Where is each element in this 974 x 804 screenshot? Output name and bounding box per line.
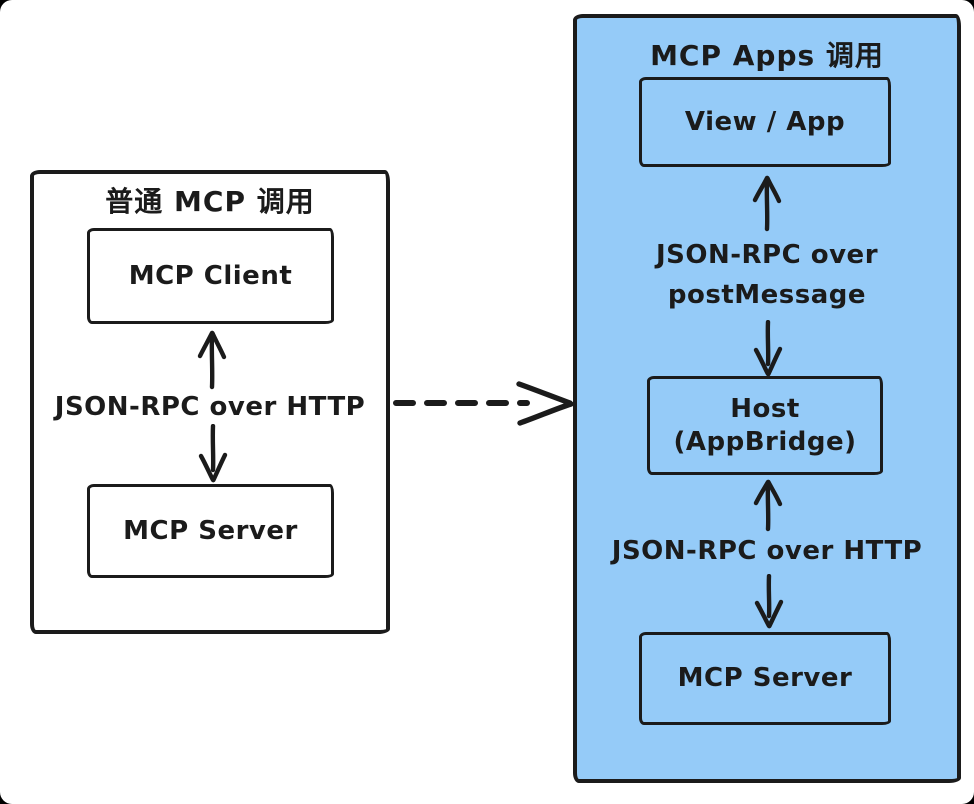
plain-mcp-panel-title: 普通 MCP 调用 <box>105 185 315 218</box>
mcp-client-node: MCP Client <box>87 228 334 324</box>
mcp-server-label-left: MCP Server <box>123 515 298 546</box>
host-label-line2: (AppBridge) <box>673 426 857 457</box>
arrow-down-icon <box>754 574 784 629</box>
arrow-up-icon <box>197 330 227 390</box>
view-app-node: View / App <box>639 77 891 167</box>
dashed-arrow-right-icon <box>393 381 574 426</box>
mcp-server-node-left: MCP Server <box>87 484 334 578</box>
mcp-client-label: MCP Client <box>128 260 293 291</box>
plain-mcp-panel: 普通 MCP 调用 MCP Client JSON-RPC over HTTP … <box>30 170 390 634</box>
json-rpc-http-label-right: JSON-RPC over HTTP <box>611 536 923 566</box>
arrow-up-icon <box>752 175 782 232</box>
host-label-line1: Host <box>730 394 800 424</box>
arrow-down-icon <box>198 424 228 483</box>
mcp-server-label-right: MCP Server <box>677 663 853 694</box>
mcp-apps-panel: MCP Apps 调用 View / App JSON-RPC over pos… <box>573 14 961 783</box>
mcp-server-node-right: MCP Server <box>639 632 891 725</box>
json-rpc-postmessage-label-line1: JSON-RPC over <box>655 240 879 270</box>
arrow-up-icon <box>753 479 783 532</box>
arrow-down-icon <box>753 320 783 377</box>
mcp-apps-panel-title: MCP Apps 调用 <box>650 39 884 72</box>
host-appbridge-node: Host (AppBridge) <box>647 376 883 475</box>
json-rpc-http-label-left: JSON-RPC over HTTP <box>54 392 366 422</box>
view-app-label: View / App <box>684 106 846 137</box>
json-rpc-postmessage-label-line2: postMessage <box>667 280 867 310</box>
